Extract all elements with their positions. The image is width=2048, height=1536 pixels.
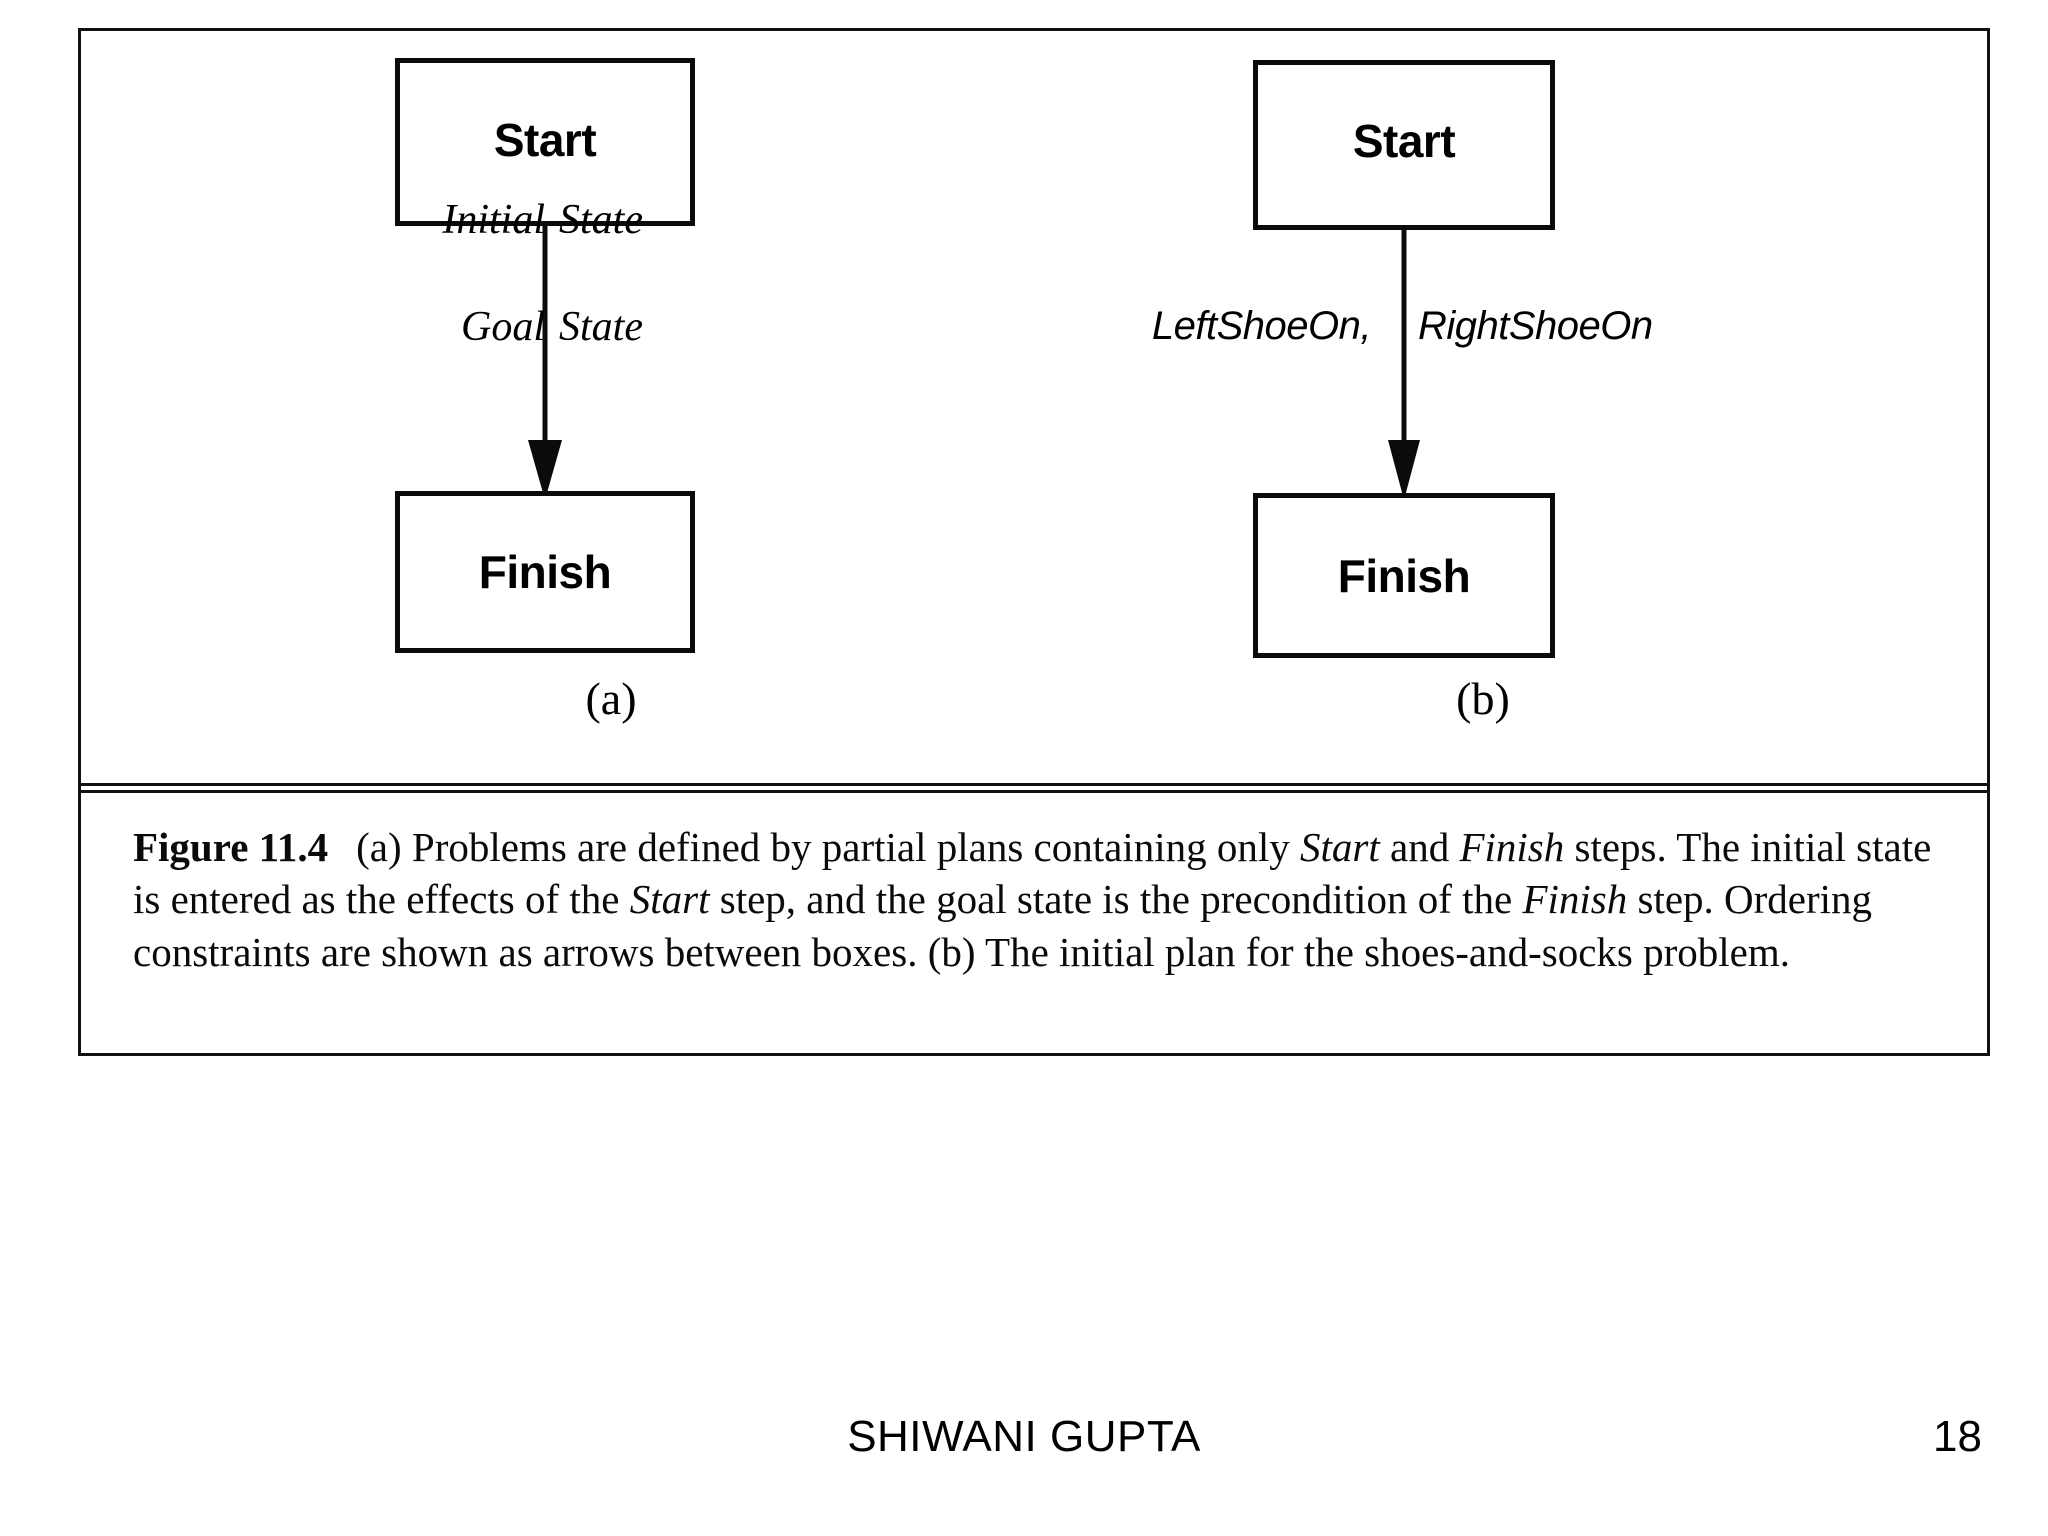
node-finish-a-label: Finish: [478, 546, 612, 598]
figure-number: Figure 11.4: [133, 824, 329, 870]
diagram-panel-b: Start LeftShoeOn, RightShoeOn Finish (b): [1101, 31, 1801, 781]
figure-caption: Figure 11.4 (a) Problems are defined by p…: [133, 821, 1933, 978]
node-start-a: Start: [395, 58, 695, 226]
arrow-start-to-finish-b: [1374, 228, 1434, 500]
caption-text: step, and the goal state is the precondi…: [709, 876, 1523, 923]
diagram-area: Start Initial State Goal State Finish (a…: [81, 31, 1987, 781]
edge-label-state-lower-a: State: [559, 304, 643, 350]
edge-label-goal-a: Goal: [461, 304, 545, 350]
node-finish-b-label: Finish: [1337, 549, 1471, 602]
caption-text: and: [1379, 824, 1460, 870]
sub-caption-a: (a): [585, 673, 637, 724]
arrow-start-to-finish-a: [515, 224, 575, 500]
edge-label-state-upper-a: State: [559, 197, 643, 243]
edge-label-rightshoeon-b: RightShoeOn: [1418, 304, 1653, 348]
node-start-b-label: Start: [1352, 115, 1456, 167]
caption-text: steps. The initial state is entered as t…: [133, 824, 1932, 923]
figure-caption-body: (a) Problems are defined by partial plan…: [133, 824, 1931, 975]
node-finish-b: Finish: [1253, 493, 1555, 658]
diagram-panel-a: Start Initial State Goal State Finish (a…: [261, 31, 961, 781]
caption-text: step. Ordering constraints are shown as …: [133, 876, 1873, 975]
footer-page-number: 18: [1933, 1412, 1982, 1461]
caption-separator-rule: [81, 783, 1987, 793]
caption-emphasis: Start: [1300, 824, 1380, 870]
figure-frame: Start Initial State Goal State Finish (a…: [78, 28, 1990, 1056]
sub-caption-b: (b): [1456, 673, 1510, 724]
caption-emphasis: Finish: [1459, 824, 1565, 870]
edge-label-initial-a: Initial: [442, 197, 545, 243]
node-start-b: Start: [1253, 60, 1555, 230]
node-start-a-label: Start: [493, 114, 597, 166]
caption-text: (a) Problems are defined by partial plan…: [356, 824, 1301, 870]
caption-emphasis: Finish: [1522, 876, 1628, 923]
node-finish-a: Finish: [395, 491, 695, 653]
footer-author: SHIWANI GUPTA: [847, 1412, 1201, 1461]
edge-label-leftshoeon-b: LeftShoeOn,: [1151, 304, 1372, 348]
caption-emphasis: Start: [629, 876, 710, 923]
